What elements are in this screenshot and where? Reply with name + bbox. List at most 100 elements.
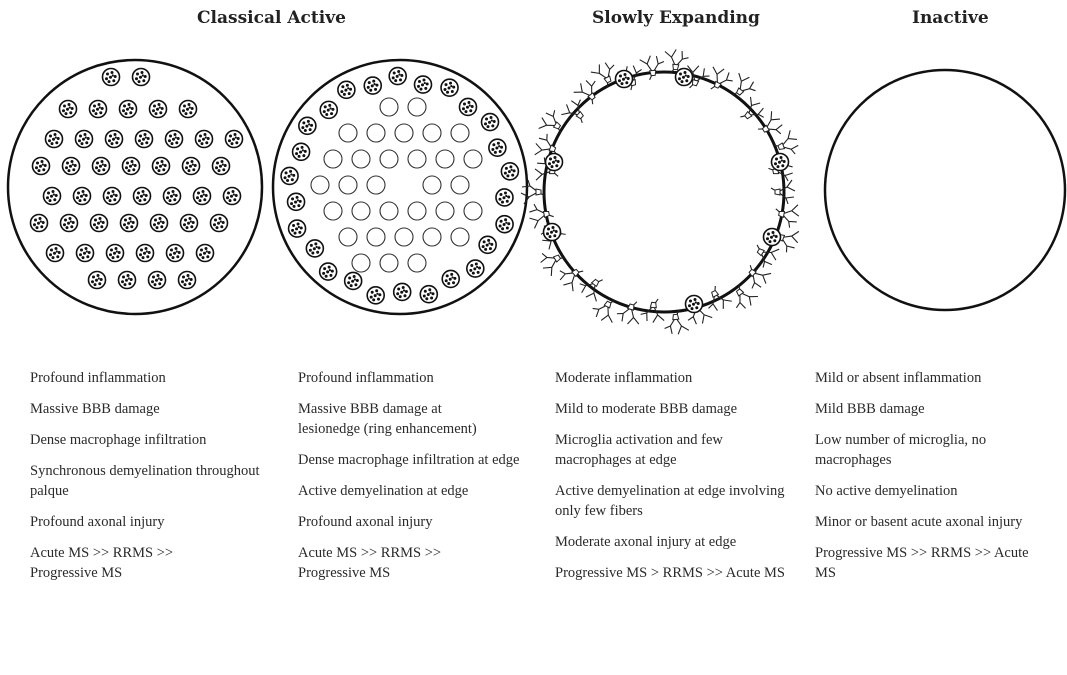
- macrophage-icon: [178, 99, 198, 119]
- demyelinated-axon-icon: [450, 123, 470, 143]
- macrophage-icon: [118, 99, 138, 119]
- macrophage-icon: [165, 243, 185, 263]
- panel-3-item: Active demyelination at edge involving o…: [555, 483, 785, 519]
- panel-4-item: Minor or basent acute axonal injury: [815, 514, 1023, 530]
- macrophage-icon: [305, 239, 325, 258]
- macrophage-icon: [209, 213, 229, 233]
- macrophage-icon: [388, 66, 407, 86]
- macrophage-icon: [495, 214, 514, 234]
- macrophage-icon: [117, 270, 137, 290]
- macrophage-icon: [45, 243, 65, 263]
- lesion-diagram: [6, 47, 1067, 337]
- panel-1-text: Profound inflammation Massive BBB damage…: [30, 368, 280, 594]
- macrophage-icon: [211, 156, 231, 176]
- macrophage-icon: [164, 129, 184, 149]
- macrophage-icon: [149, 213, 169, 233]
- macrophage-icon: [147, 270, 167, 290]
- macrophage-icon: [466, 259, 485, 278]
- macrophage-icon: [44, 129, 64, 149]
- title-classical-active: Classical Active: [197, 8, 346, 28]
- macrophage-icon: [135, 243, 155, 263]
- macrophage-icon: [286, 192, 306, 212]
- macrophage-icon: [363, 76, 383, 95]
- demyelinated-axon-icon: [338, 175, 358, 195]
- demyelinated-axon-icon: [310, 175, 330, 195]
- demyelinated-axon-icon: [394, 123, 414, 143]
- panel-2-item: Profound axonal injury: [298, 514, 433, 530]
- macrophage-icon: [87, 270, 107, 290]
- lesion-outline: [823, 68, 1067, 312]
- macrophage-icon: [131, 67, 151, 87]
- demyelinated-axon-icon: [407, 97, 427, 117]
- macrophage-icon: [101, 67, 121, 87]
- macrophage-icon: [222, 186, 242, 206]
- panel-4-item: Low number of microglia, no macrophages: [815, 432, 987, 468]
- macrophage-icon: [75, 243, 95, 263]
- panel-2-item: Dense macrophage infiltration at edge: [298, 452, 520, 468]
- macrophage-icon: [61, 156, 81, 176]
- demyelinated-axon-icon: [366, 227, 386, 247]
- macrophage-icon: [478, 235, 497, 255]
- macrophage-icon: [179, 213, 199, 233]
- demyelinated-axon-icon: [435, 201, 455, 221]
- demyelinated-axon-icon: [435, 149, 455, 169]
- macrophage-icon: [121, 156, 141, 176]
- demyelinated-axon-icon: [463, 149, 483, 169]
- demyelinated-axon-icon: [407, 201, 427, 221]
- demyelinated-axon-icon: [366, 123, 386, 143]
- demyelinated-axon-icon: [422, 227, 442, 247]
- macrophage-icon: [614, 69, 634, 89]
- demyelinated-axon-icon: [379, 201, 399, 221]
- demyelinated-axon-icon: [422, 123, 442, 143]
- macrophage-icon: [413, 75, 433, 94]
- demyelinated-axon-icon: [379, 253, 399, 273]
- demyelinated-axon-icon: [351, 253, 371, 273]
- macrophage-icon: [674, 67, 694, 87]
- macrophage-icon: [192, 186, 212, 206]
- macrophage-icon: [88, 99, 108, 119]
- panel-3-item: Microglia activation and few macrophages…: [555, 432, 723, 468]
- macrophage-icon: [480, 112, 500, 132]
- macrophage-icon: [291, 142, 311, 162]
- macrophage-icon: [298, 116, 317, 136]
- panel-2-item: Acute MS >> RRMS >> Progressive MS: [298, 545, 442, 581]
- demyelinated-axon-icon: [450, 227, 470, 247]
- macrophage-icon: [105, 243, 125, 263]
- macrophage-icon: [542, 222, 562, 242]
- macrophage-icon: [366, 286, 385, 305]
- panel-2-text: Profound inflammation Massive BBB damage…: [298, 368, 548, 594]
- panel-4-item: Progressive MS >> RRMS >> Acute MS: [815, 545, 1029, 581]
- macrophage-icon: [343, 271, 363, 291]
- lesion-classical-active-ring: [271, 58, 529, 316]
- panel-4-item: No active demyelination: [815, 483, 958, 499]
- macrophage-icon: [162, 186, 182, 206]
- macrophage-icon: [148, 99, 168, 119]
- panel-2-item: Massive BBB damage at lesionedge (ring e…: [298, 401, 477, 437]
- panel-1-item: Dense macrophage infiltration: [30, 432, 207, 448]
- macrophage-icon: [119, 213, 139, 233]
- demyelinated-axon-icon: [351, 149, 371, 169]
- demyelinated-axon-icon: [338, 227, 358, 247]
- macrophage-icon: [495, 188, 514, 207]
- macrophage-icon: [151, 156, 171, 176]
- demyelinated-axon-icon: [323, 149, 343, 169]
- panel-3-item: Moderate axonal injury at edge: [555, 534, 737, 550]
- lesion-outline: [542, 70, 786, 314]
- macrophage-icon: [280, 166, 299, 186]
- macrophage-icon: [441, 269, 461, 289]
- macrophage-icon: [58, 99, 78, 119]
- macrophage-icon: [287, 219, 307, 238]
- demyelinated-axon-icon: [338, 123, 358, 143]
- macrophage-icon: [31, 156, 51, 176]
- panel-1-item: Massive BBB damage: [30, 401, 160, 417]
- macrophage-icon: [74, 129, 94, 149]
- macrophage-icon: [195, 243, 215, 263]
- demyelinated-axon-icon: [394, 227, 414, 247]
- macrophage-icon: [458, 97, 478, 117]
- macrophage-icon: [72, 186, 92, 206]
- panel-3-item: Progressive MS > RRMS >> Acute MS: [555, 565, 785, 581]
- demyelinated-axon-icon: [379, 149, 399, 169]
- demyelinated-axon-icon: [323, 201, 343, 221]
- macrophage-icon: [488, 138, 507, 158]
- panel-1-item: Synchronous demyelination throughout pal…: [30, 463, 260, 499]
